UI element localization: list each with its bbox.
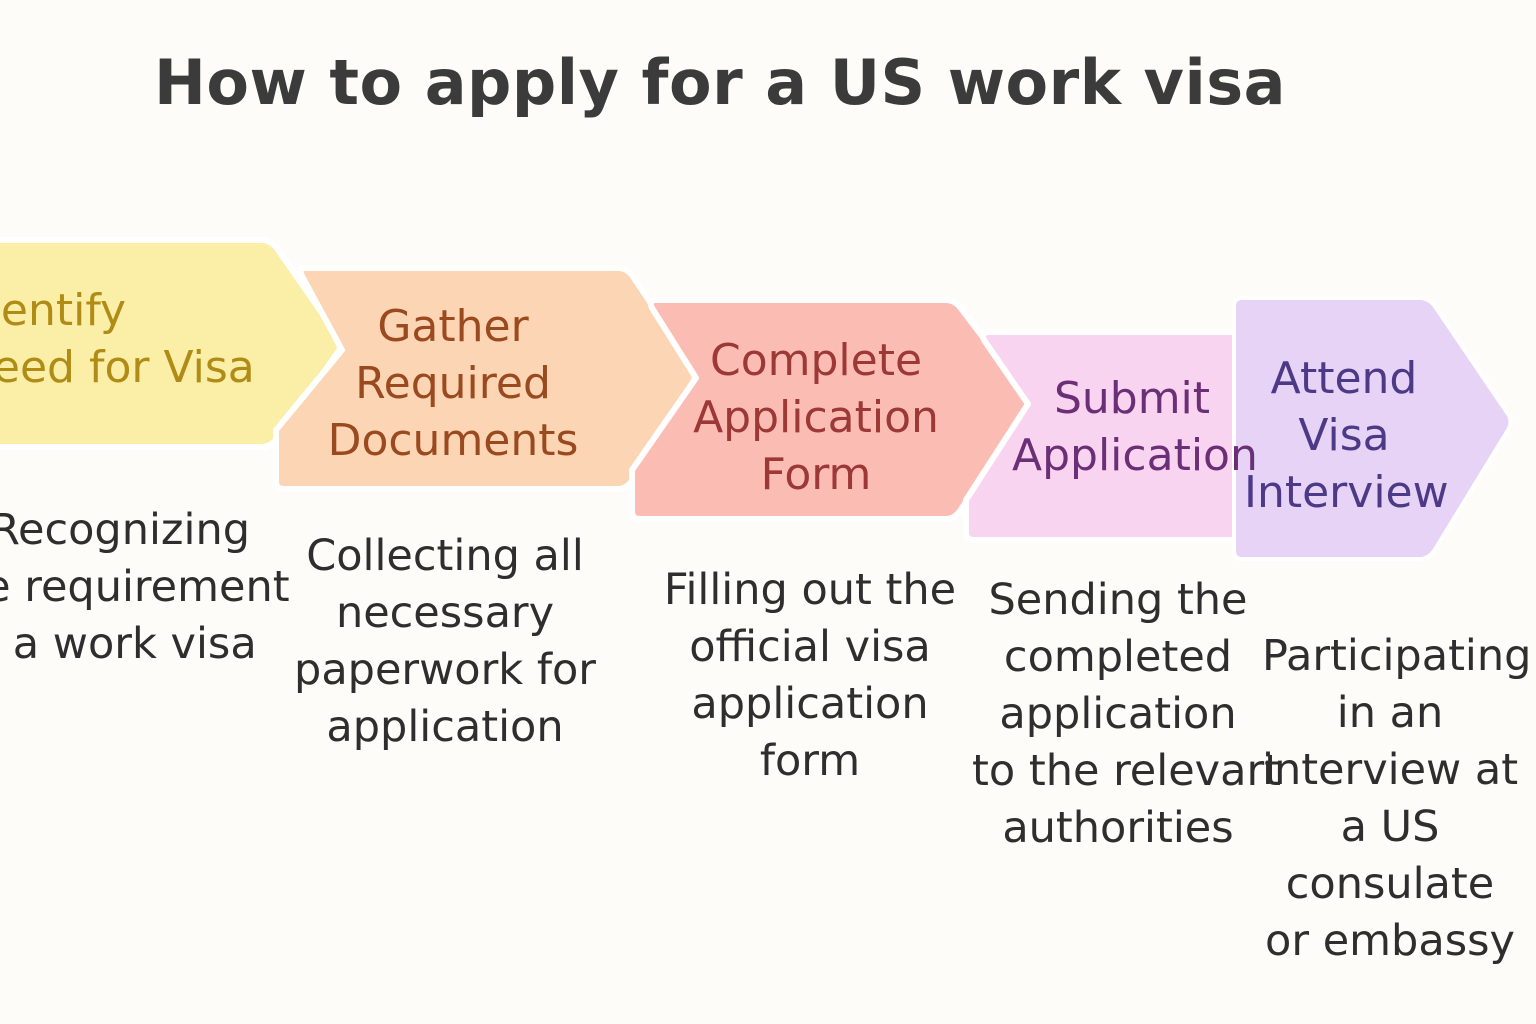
- step-3-description: Filling out the official visa applicatio…: [663, 565, 957, 786]
- step-2-description: Collecting all necessary paperwork for a…: [294, 531, 596, 752]
- step-1-title: Identify Need for Visa: [0, 285, 255, 393]
- step-5-title: Attend Visa Interview: [1244, 353, 1449, 518]
- step-2-title: Gather Required Documents: [327, 301, 579, 466]
- step-5-description: Participating in an interview at a US co…: [1262, 631, 1532, 966]
- step-1-description: Recognizing the requirement for a work v…: [0, 505, 290, 669]
- step-4-chevron: [963, 329, 1253, 543]
- step-4-description: Sending the completed application to the…: [972, 575, 1281, 853]
- step-3-title: Complete Application Form: [693, 335, 939, 500]
- step-2-chevron: [273, 265, 699, 492]
- step-3-chevron: [629, 297, 1032, 522]
- diagram-title: How to apply for a US work visa: [154, 46, 1286, 119]
- step-4-title: Submit Application: [1012, 373, 1258, 481]
- step-5-chevron: [1232, 296, 1513, 561]
